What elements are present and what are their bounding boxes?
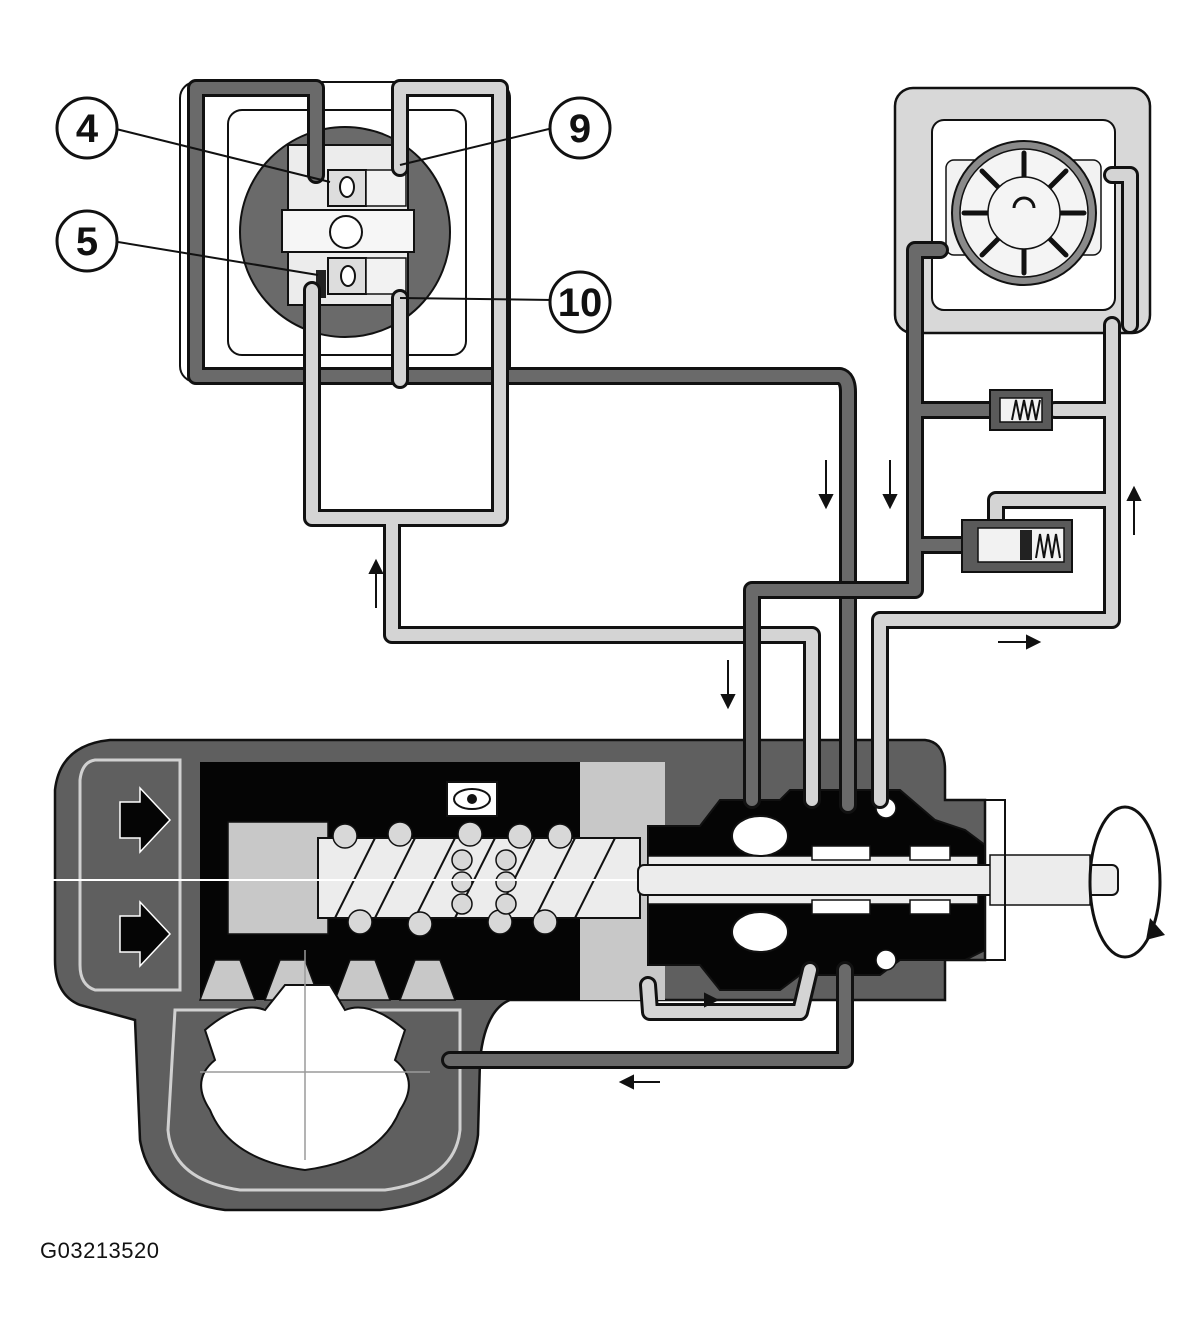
recirculating-balls [332, 821, 573, 937]
steering-gear-housing [20, 738, 1140, 1212]
figure-id: G03213520 [40, 1238, 160, 1263]
arrow-down-1 [818, 460, 834, 510]
callout-10-label: 10 [558, 281, 603, 325]
rotary-valve-assembly [179, 81, 511, 383]
arrow-up-1 [1126, 485, 1142, 535]
callout-4: 4 [55, 96, 331, 183]
flow-control-valve [961, 519, 1073, 573]
callout-5: 5 [55, 209, 319, 276]
arrow-up-2 [368, 558, 384, 608]
callout-10: 10 [399, 270, 612, 334]
callout-5-label: 5 [76, 220, 98, 264]
flow-direction-arrows [368, 460, 1142, 1090]
pump-assembly [893, 86, 1152, 335]
relief-valve-upper [989, 389, 1053, 431]
arrow-right-1 [998, 634, 1042, 650]
arrow-down-3 [720, 660, 736, 710]
callout-4-label: 4 [76, 107, 99, 151]
arrow-down-2 [882, 460, 898, 510]
hydraulic-lines [187, 79, 1139, 1069]
callout-9: 9 [399, 96, 612, 166]
control-valve-block [637, 789, 1165, 991]
arrow-left-1 [618, 1074, 660, 1090]
callout-9-label: 9 [569, 107, 591, 151]
worm-threads [334, 837, 616, 919]
arrow-right-2 [676, 992, 720, 1008]
